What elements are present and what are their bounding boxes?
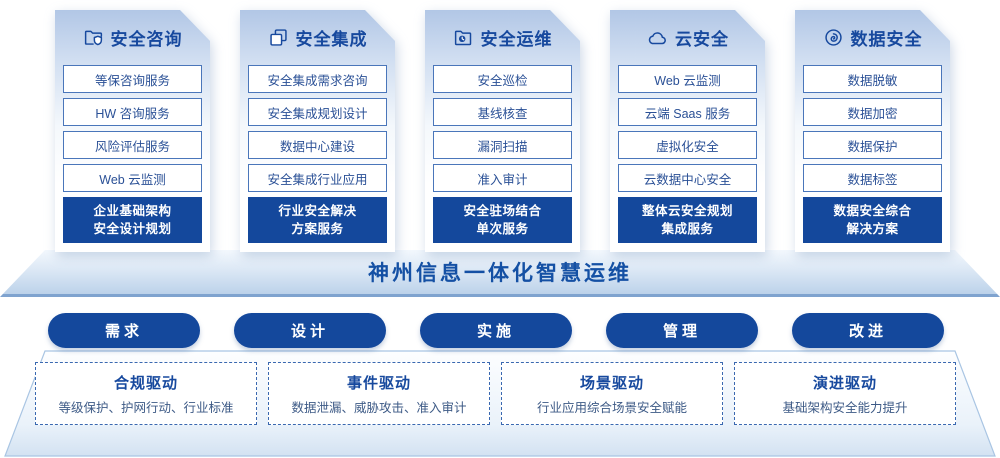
card-footer: 企业基础架构 安全设计规划 — [63, 197, 202, 243]
card-items: Web 云监测 云端 Saas 服务 虚拟化安全 云数据中心安全 — [610, 65, 765, 192]
service-card-integration: 安全集成 安全集成需求咨询 安全集成规划设计 数据中心建设 安全集成行业应用 行… — [240, 10, 395, 252]
driver-box-event: 事件驱动 数据泄漏、威胁攻击、准入审计 — [268, 362, 490, 425]
service-item: 基线核查 — [433, 98, 572, 126]
card-title: 云安全 — [675, 30, 729, 49]
footer-line: 集成服务 — [661, 222, 714, 236]
card-header: 安全集成 — [240, 10, 395, 65]
folder-shield-icon — [83, 27, 104, 48]
card-title: 安全集成 — [295, 30, 368, 49]
card-footer: 行业安全解决 方案服务 — [248, 197, 387, 243]
driver-title: 演进驱动 — [812, 374, 877, 392]
fingerprint-icon — [823, 27, 844, 48]
service-item: 数据加密 — [803, 98, 942, 126]
driver-title: 合规驱动 — [113, 374, 178, 392]
service-item: 安全集成规划设计 — [248, 98, 387, 126]
service-card-data: 数据安全 数据脱敏 数据加密 数据保护 数据标签 数据安全综合 解决方案 — [795, 10, 950, 252]
card-items: 安全巡检 基线核查 漏洞扫描 准入审计 — [425, 65, 580, 192]
service-item: 数据脱敏 — [803, 65, 942, 93]
card-header: 数据安全 — [795, 10, 950, 65]
service-item: 云数据中心安全 — [618, 164, 757, 192]
documents-icon — [268, 27, 289, 48]
footer-line: 单次服务 — [476, 222, 529, 236]
service-item: 数据中心建设 — [248, 131, 387, 159]
service-item: 等保咨询服务 — [63, 65, 202, 93]
card-items: 等保咨询服务 HW 咨询服务 风险评估服务 Web 云监测 — [55, 65, 210, 192]
service-item: 云端 Saas 服务 — [618, 98, 757, 126]
service-card-operations: 安全运维 安全巡检 基线核查 漏洞扫描 准入审计 安全驻场结合 单次服务 — [425, 10, 580, 252]
driver-desc: 数据泄漏、威胁攻击、准入审计 — [291, 400, 467, 415]
footer-line: 数据安全综合 — [833, 203, 912, 218]
process-step-pill: 设计 — [234, 313, 386, 348]
folder-clock-icon — [453, 27, 474, 48]
service-item: HW 咨询服务 — [63, 98, 202, 126]
process-step-pill: 需求 — [48, 313, 200, 348]
card-footer: 安全驻场结合 单次服务 — [433, 197, 572, 243]
card-header: 云安全 — [610, 10, 765, 65]
card-footer: 数据安全综合 解决方案 — [803, 197, 942, 243]
card-items: 数据脱敏 数据加密 数据保护 数据标签 — [795, 65, 950, 192]
service-item: 数据标签 — [803, 164, 942, 192]
service-item: 虚拟化安全 — [618, 131, 757, 159]
service-card-cloud: 云安全 Web 云监测 云端 Saas 服务 虚拟化安全 云数据中心安全 整体云… — [610, 10, 765, 252]
service-item: Web 云监测 — [618, 65, 757, 93]
service-item: 安全巡检 — [433, 65, 572, 93]
footer-line: 企业基础架构 — [93, 203, 172, 218]
banner: 神州信息一体化智慧运维 — [0, 250, 1000, 297]
process-steps-row: 需求 设计 实施 管理 改进 — [48, 313, 948, 348]
driver-box-compliance: 合规驱动 等级保护、护网行动、行业标准 — [35, 362, 257, 425]
footer-line: 安全驻场结合 — [463, 203, 542, 218]
drivers-row: 合规驱动 等级保护、护网行动、行业标准 事件驱动 数据泄漏、威胁攻击、准入审计 … — [35, 362, 956, 425]
footer-line: 行业安全解决 — [278, 203, 357, 218]
footer-line: 方案服务 — [291, 222, 344, 236]
card-title: 安全咨询 — [110, 30, 183, 49]
banner-title: 神州信息一体化智慧运维 — [368, 262, 632, 285]
card-header: 安全运维 — [425, 10, 580, 65]
driver-desc: 基础架构安全能力提升 — [782, 400, 908, 415]
card-footer: 整体云安全规划 集成服务 — [618, 197, 757, 243]
footer-line: 安全设计规划 — [93, 222, 172, 236]
service-item: 准入审计 — [433, 164, 572, 192]
cloud-icon — [646, 27, 668, 49]
service-item: 安全集成需求咨询 — [248, 65, 387, 93]
process-step-pill: 管理 — [606, 313, 758, 348]
service-item: 风险评估服务 — [63, 131, 202, 159]
process-step-pill: 改进 — [792, 313, 944, 348]
footer-line: 解决方案 — [846, 222, 899, 236]
service-cards-row: 安全咨询 等保咨询服务 HW 咨询服务 风险评估服务 Web 云监测 企业基础架… — [55, 10, 950, 252]
service-card-consulting: 安全咨询 等保咨询服务 HW 咨询服务 风险评估服务 Web 云监测 企业基础架… — [55, 10, 210, 252]
driver-title: 事件驱动 — [346, 374, 411, 392]
card-items: 安全集成需求咨询 安全集成规划设计 数据中心建设 安全集成行业应用 — [240, 65, 395, 192]
driver-box-scenario: 场景驱动 行业应用综合场景安全赋能 — [501, 362, 723, 425]
service-item: 漏洞扫描 — [433, 131, 572, 159]
driver-desc: 行业应用综合场景安全赋能 — [536, 400, 687, 415]
service-item: Web 云监测 — [63, 164, 202, 192]
footer-line: 整体云安全规划 — [641, 203, 733, 218]
driver-title: 场景驱动 — [579, 374, 644, 392]
service-item: 数据保护 — [803, 131, 942, 159]
driver-box-evolution: 演进驱动 基础架构安全能力提升 — [734, 362, 956, 425]
service-item: 安全集成行业应用 — [248, 164, 387, 192]
card-title: 安全运维 — [480, 30, 553, 49]
card-title: 数据安全 — [850, 30, 923, 49]
process-step-pill: 实施 — [420, 313, 572, 348]
driver-desc: 等级保护、护网行动、行业标准 — [58, 400, 234, 415]
card-header: 安全咨询 — [55, 10, 210, 65]
